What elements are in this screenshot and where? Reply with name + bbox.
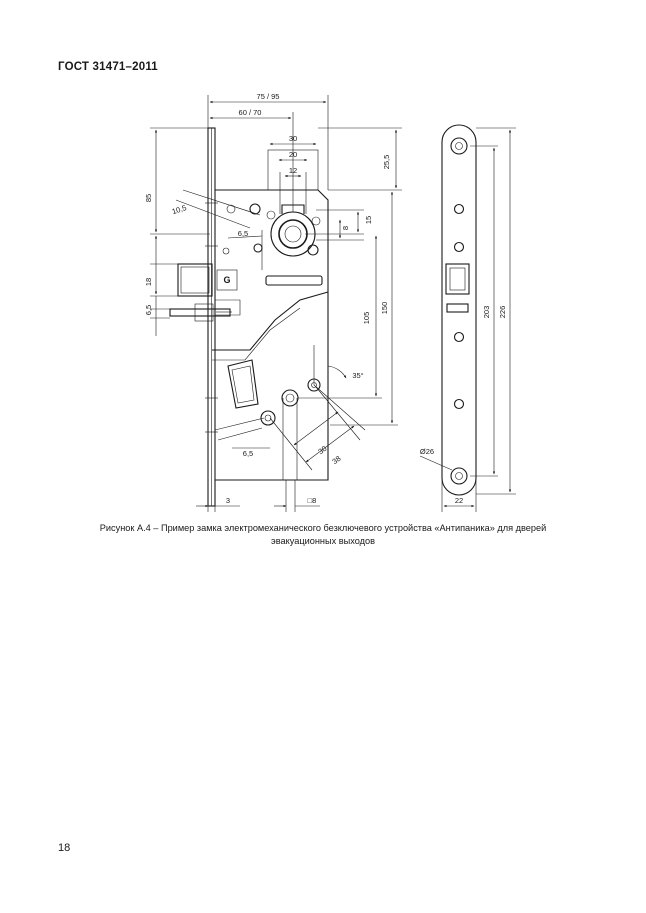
dim-bottom-6-5: 6,5	[243, 449, 253, 458]
dim-8: 8	[341, 226, 350, 230]
dimension-labels: 75 / 95 60 / 70 30 20 12 25,5 85 10,5 6,…	[144, 92, 507, 505]
dim-square-8: □8	[308, 496, 317, 505]
dim-226: 226	[498, 306, 507, 319]
figure-caption-line-2: эвакуационных выходов	[271, 536, 375, 546]
dim-18: 18	[144, 278, 153, 286]
dim-plate-width-22: 22	[455, 496, 463, 505]
figure-caption: Рисунок А.4 – Пример замка электромехани…	[40, 522, 606, 548]
dim-bottom-38: 38	[330, 454, 342, 466]
dim-15: 15	[364, 216, 373, 224]
dim-top-20: 20	[289, 150, 297, 159]
dim-top-12: 12	[289, 166, 297, 175]
dim-bottom-30: 30	[316, 444, 328, 456]
dim-overall-width: 75 / 95	[257, 92, 280, 101]
dim-diameter-26: Ø26	[420, 447, 434, 456]
dim-6-5-left: 6,5	[144, 305, 153, 315]
dim-150: 150	[380, 302, 389, 315]
dim-angle-35: 35°	[352, 371, 363, 380]
figure-caption-line-1: Рисунок А.4 – Пример замка электромехани…	[99, 523, 547, 533]
dim-top-30: 30	[289, 134, 297, 143]
dim-203: 203	[482, 306, 491, 319]
dim-6-5-upper: 6,5	[238, 229, 248, 238]
label-g: G	[223, 275, 230, 285]
faceplate-front-view	[419, 124, 516, 512]
dim-10-5: 10,5	[171, 203, 188, 216]
dim-backset: 60 / 70	[239, 108, 262, 117]
dim-bottom-3: 3	[226, 496, 230, 505]
lock-body	[169, 127, 329, 507]
dim-25-5: 25,5	[382, 155, 391, 170]
dim-85: 85	[144, 194, 153, 202]
standard-header: ГОСТ 31471–2011	[58, 61, 158, 73]
dimension-lines	[150, 95, 402, 512]
page-number: 18	[58, 842, 71, 854]
dim-105: 105	[362, 312, 371, 325]
